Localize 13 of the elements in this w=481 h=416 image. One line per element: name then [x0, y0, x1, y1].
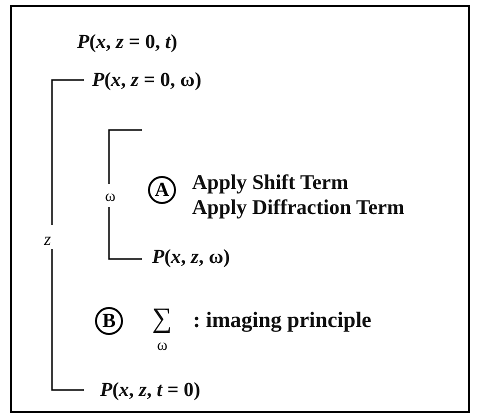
label-text: z	[44, 230, 52, 248]
label-text: ω	[157, 338, 168, 354]
label-text: Apply Diffraction Term	[192, 197, 404, 218]
label-text: P(x, z = 0, ω)	[92, 70, 202, 90]
circled-letter: A	[148, 176, 176, 204]
label-text: : imaging principle	[193, 309, 372, 331]
label-text: P(x, z = 0, t)	[77, 32, 178, 52]
circled-letter: B	[95, 307, 123, 335]
label-text: P(x, z, ω)	[152, 247, 230, 267]
label-text: ∑	[152, 305, 172, 333]
label-text: P(x, z, t = 0)	[100, 380, 200, 400]
label-text: ω	[105, 189, 116, 205]
label-text: Apply Shift Term	[192, 172, 348, 193]
